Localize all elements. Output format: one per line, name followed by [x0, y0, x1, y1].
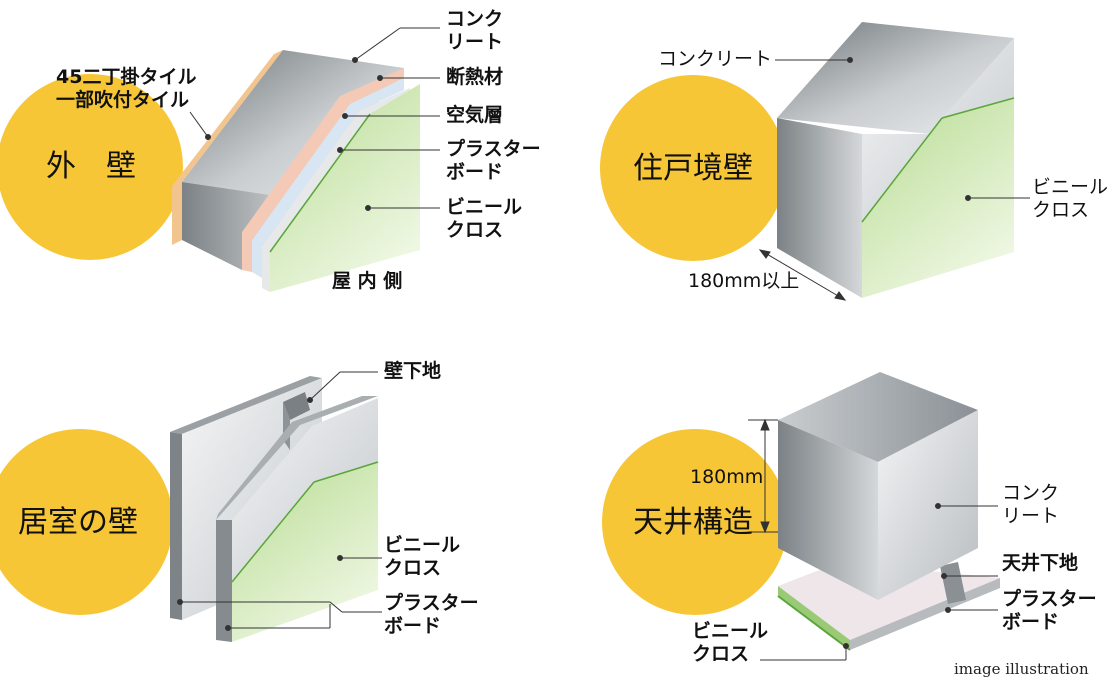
image-illustration-note: image illustration: [954, 660, 1089, 678]
exterior-plasterboard-label: プラスター ボード: [446, 138, 541, 183]
wall-base-label: 壁下地: [384, 360, 442, 382]
ceiling-circle: [602, 429, 788, 615]
cube-right: [878, 410, 978, 600]
back-board-top: [170, 376, 322, 434]
ceiling-thickness-label: 180mm: [690, 466, 764, 488]
slab-vinyl-edge: [778, 586, 850, 650]
room-plasterboard-label: プラスター ボード: [384, 592, 479, 637]
front-board-face: [232, 398, 378, 582]
dwelling-boundary-circle: [600, 75, 786, 261]
exterior-wall-circle: [0, 74, 183, 260]
indoor-side-label: 屋 内 側: [332, 270, 403, 292]
room-wall-circle: [0, 429, 173, 615]
boundary-vinyl-label: ビニール クロス: [1032, 176, 1109, 221]
front-board-vinyl: [232, 462, 378, 642]
boundary-concrete-label: コンクリート: [658, 48, 773, 70]
exterior-concrete-label: コンク リート: [446, 8, 504, 53]
ceiling-concrete-label: コンク リート: [1002, 482, 1060, 527]
furring-strip: [940, 562, 966, 604]
exterior-vinyl-label: ビニール クロス: [446, 196, 523, 241]
boundary-thickness-label: 180mm以上: [688, 270, 800, 292]
air-layer-label: 空気層: [446, 104, 504, 126]
boundary-side: [777, 118, 862, 298]
ceiling-base-label: 天井下地: [1002, 552, 1079, 574]
front-board-top: [216, 396, 378, 520]
cube-left: [778, 420, 878, 600]
room-wall-leaders: [177, 371, 382, 631]
cube-top: [778, 372, 978, 462]
room-vinyl-label: ビニール クロス: [384, 534, 461, 579]
boundary-vinyl: [862, 98, 1014, 298]
ceiling-vinyl-label: ビニール クロス: [692, 620, 769, 665]
concrete-top: [182, 50, 404, 200]
room-wall-panel: [0, 371, 382, 642]
boundary-top: [777, 22, 1014, 134]
boundary-front-upper: [862, 38, 1014, 222]
room-wall-title: 居室の壁: [18, 505, 138, 540]
exterior-wall-panel: [0, 27, 440, 292]
stud-base: [283, 392, 310, 420]
vinyl-cloth-layer: [270, 84, 420, 292]
ceiling-panel: [602, 372, 1000, 661]
front-board-edge: [216, 520, 232, 642]
back-board-edge: [170, 432, 182, 620]
dwelling-boundary-title: 住戸境壁: [633, 151, 753, 186]
dwelling-boundary-panel: [600, 22, 1030, 301]
exterior-leaders: [189, 27, 440, 211]
exterior-wall-title: 外 壁: [46, 149, 136, 184]
ceiling-plasterboard-label: プラスター ボード: [1002, 588, 1097, 633]
ceiling-leaders: [748, 418, 998, 661]
insulation-label: 断熱材: [446, 66, 504, 88]
tile-label: 45二丁掛タイル 一部吹付タイル: [56, 66, 197, 111]
boundary-leaders: [758, 57, 1030, 301]
ceiling-title: 天井構造: [633, 505, 753, 540]
